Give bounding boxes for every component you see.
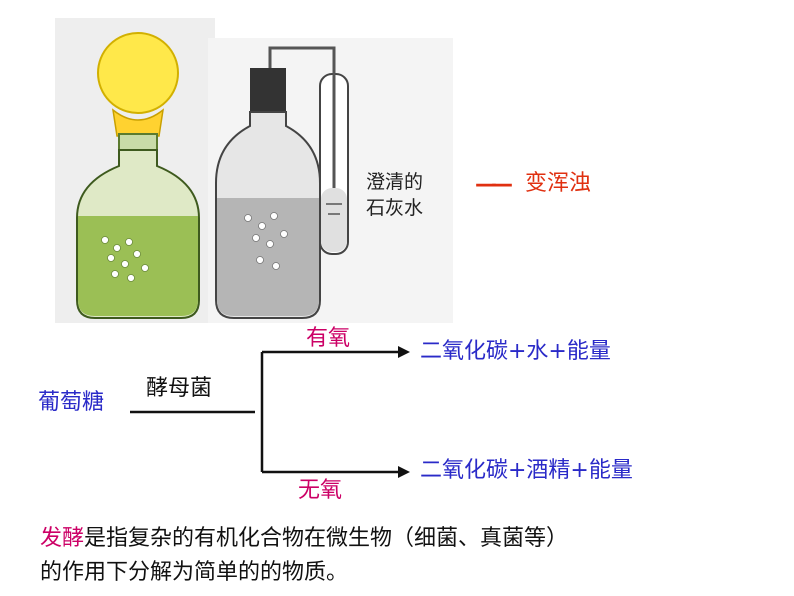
- tube-label-line1: 澄清的: [366, 171, 423, 193]
- aerobic-label: 有氧: [306, 326, 351, 351]
- lime-water-apparatus-illustration: 澄清的 石灰水: [208, 38, 453, 323]
- balloon-bottle-illustration: [55, 18, 215, 323]
- aerobic-products: 二氧化碳+水+能量: [420, 339, 611, 364]
- definition-line2: 的作用下分解为简单的的物质。: [40, 560, 349, 585]
- definition-term: 发酵: [40, 526, 85, 551]
- anaerobic-label: 无氧: [298, 478, 343, 503]
- result-dash: ——: [475, 172, 513, 197]
- substrate-label: 葡萄糖: [38, 390, 105, 415]
- anaerobic-arrowhead: [398, 466, 410, 478]
- result-text: 变浑浊: [525, 171, 592, 196]
- definition-rest-line1: 是指复杂的有机化合物在微生物（细菌、真菌等）: [84, 526, 569, 551]
- agent-label: 酵母菌: [146, 376, 213, 401]
- tube-label-line2: 石灰水: [366, 197, 423, 219]
- anaerobic-products: 二氧化碳+酒精+能量: [420, 458, 633, 483]
- aerobic-arrowhead: [398, 346, 410, 358]
- definition-line1: 发酵是指复杂的有机化合物在微生物（细菌、真菌等）: [40, 528, 568, 550]
